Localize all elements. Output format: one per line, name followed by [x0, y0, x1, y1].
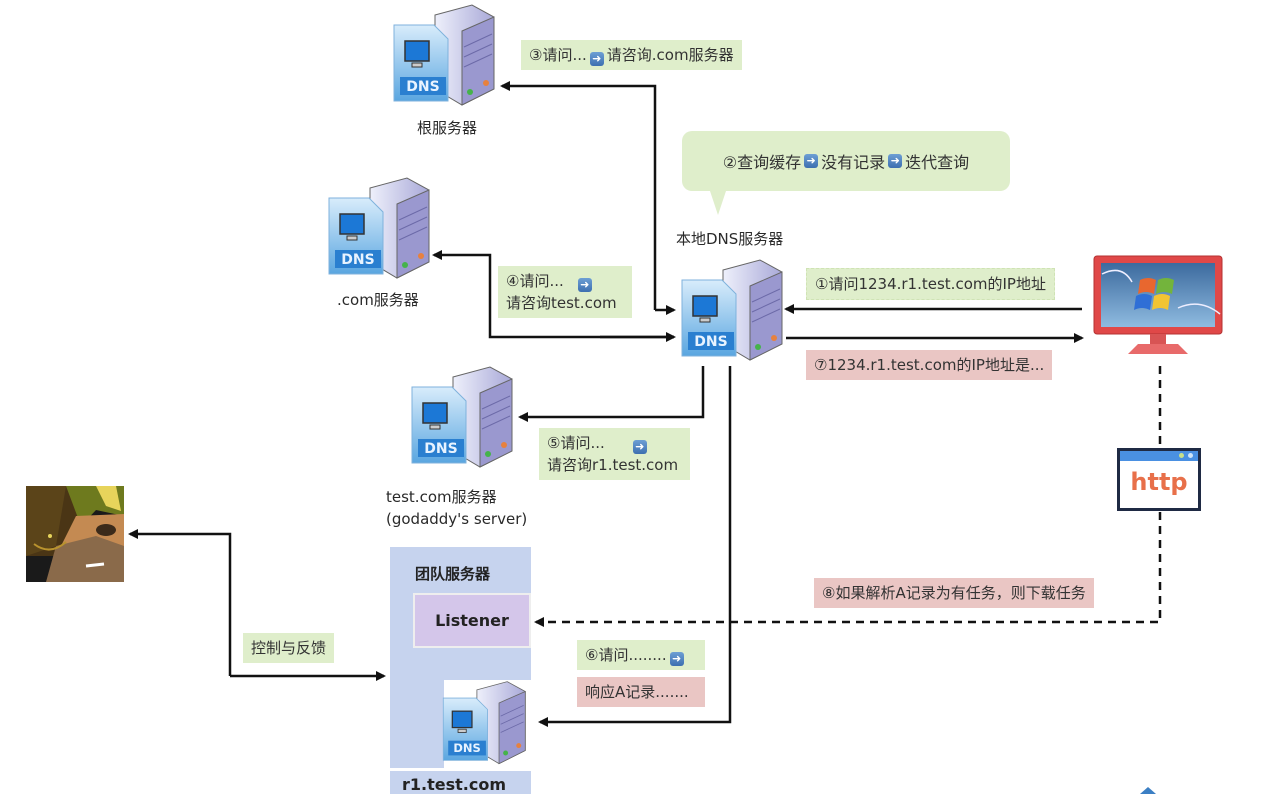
step4-note: ④请问... ➜ 请咨询test.com — [498, 266, 632, 318]
step1-note: ①请问1234.r1.test.com的IP地址 — [806, 268, 1055, 300]
arrow-right-icon: ➜ — [888, 154, 903, 168]
step2-check-cache: ②查询缓存 — [722, 153, 802, 172]
dns-icon-text: DNS — [453, 741, 480, 755]
root-server-label: 根服务器 — [417, 119, 478, 137]
step5-request: ⑤请问... — [547, 434, 605, 452]
arrow-right-icon: ➜ — [577, 278, 592, 292]
step3-reply: 请咨询.com服务器 — [606, 46, 734, 64]
step5-note: ⑤请问... ➜ 请咨询r1.test.com — [539, 428, 690, 480]
root-dns-server: DNS — [390, 3, 500, 113]
arrow-right-icon: ➜ — [669, 652, 684, 666]
team-server-title: 团队服务器 — [415, 565, 491, 583]
com-server-label: .com服务器 — [337, 291, 419, 309]
windows-monitor-icon — [1093, 255, 1223, 354]
team-divider — [390, 768, 531, 771]
local-dns-label: 本地DNS服务器 — [676, 230, 784, 248]
client-computer — [1092, 254, 1226, 364]
step6-response-note: 响应A记录....... — [577, 677, 705, 707]
arrow-right-icon: ➜ — [632, 440, 647, 454]
step2-iterative: 迭代查询 — [905, 153, 970, 172]
step7-note: ⑦1234.r1.test.com的IP地址是... — [806, 350, 1053, 380]
step3-note: ③请问...➜请咨询.com服务器 — [521, 40, 742, 70]
window-dot — [1188, 453, 1193, 458]
step5-reply: 请咨询r1.test.com — [547, 456, 679, 474]
team-dns-server: DNS — [440, 680, 530, 770]
http-label: http — [1130, 468, 1188, 496]
listener-label: Listener — [435, 611, 509, 630]
dns-server-icon: DNS — [328, 177, 430, 279]
dns-server-icon: DNS — [393, 4, 495, 106]
testcom-dns-server: DNS — [408, 365, 518, 475]
arrow-right-icon: ➜ — [804, 154, 819, 168]
arrow-local-to-testcom — [518, 366, 705, 422]
arrow-team-to-attacker — [128, 529, 232, 676]
dns-server-icon: DNS — [442, 681, 526, 765]
step4-request: ④请问... — [506, 272, 564, 290]
window-dot — [1179, 453, 1184, 458]
step2-no-record: 没有记录 — [821, 153, 886, 172]
dns-icon-text: DNS — [406, 79, 439, 95]
testcom-server-sublabel: (godaddy's server) — [386, 510, 528, 528]
step8-note: ⑧如果解析A记录为有任务，则下载任务 — [814, 578, 1094, 608]
dns-server-icon: DNS — [681, 259, 783, 361]
testcom-server-label: test.com服务器 — [386, 488, 497, 506]
dns-icon-text: DNS — [341, 252, 374, 268]
corner-marker-icon — [1140, 787, 1156, 794]
step4-reply: 请咨询test.com — [506, 294, 617, 312]
control-feedback-note: 控制与反馈 — [243, 633, 335, 663]
http-channel: http — [1117, 448, 1201, 511]
dns-icon-text: DNS — [694, 334, 727, 350]
arrow-right-icon: ➜ — [589, 52, 604, 66]
step3-request: ③请问... — [529, 46, 587, 64]
dns-icon-text: DNS — [424, 441, 457, 457]
step6-request: ⑥请问........ — [585, 646, 667, 664]
step6-request-note: ⑥请问........➜ — [577, 640, 705, 670]
dns-server-icon: DNS — [411, 366, 513, 468]
browser-window-icon — [1120, 451, 1198, 461]
listener-box: Listener — [413, 593, 531, 648]
local-dns-server: DNS — [678, 258, 788, 368]
attacker-avatar — [26, 486, 124, 582]
anime-avatar-icon — [26, 486, 124, 582]
step2-bubble: ②查询缓存➜没有记录➜迭代查询 — [682, 131, 1010, 215]
team-domain-label: r1.test.com — [402, 775, 506, 794]
com-dns-server: DNS — [325, 176, 435, 286]
